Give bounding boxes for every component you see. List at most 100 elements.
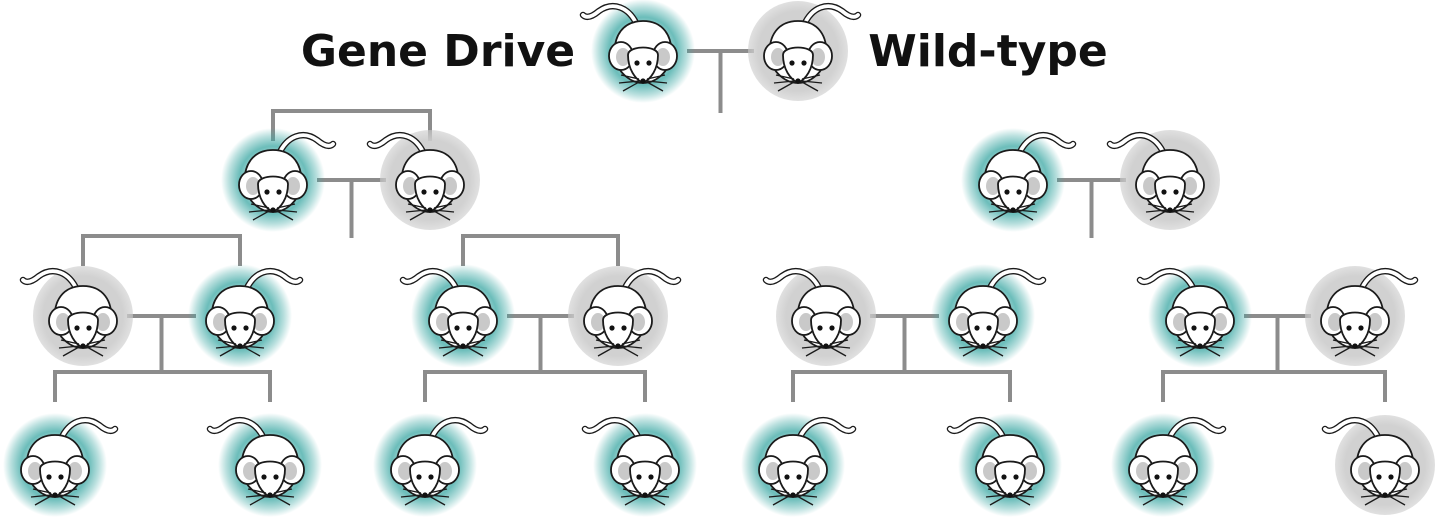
whisker [30, 494, 52, 498]
mouse-head [414, 175, 446, 214]
whisker [276, 209, 298, 213]
left-eye [231, 325, 237, 331]
left-ear-inner [956, 313, 970, 331]
whisker [248, 209, 270, 213]
whisker [646, 80, 668, 84]
whisker [1179, 346, 1197, 357]
tail-fill [429, 418, 487, 441]
whisker [768, 494, 790, 498]
right-ear-inner [1368, 313, 1382, 331]
mouse-head [447, 311, 479, 350]
left-ear-inner [1358, 462, 1372, 480]
whisker [990, 203, 1010, 209]
whisker [250, 203, 270, 209]
left-eye [46, 474, 52, 480]
mouse-head [1147, 460, 1179, 499]
whisker [648, 494, 670, 498]
whisker [1166, 495, 1184, 506]
mouse-head [409, 460, 441, 499]
gene-drive-mouse [188, 264, 304, 368]
right-ear-inner [1176, 462, 1190, 480]
whisker [1166, 488, 1186, 494]
mouse-icon [758, 417, 857, 506]
whiskers [1175, 339, 1225, 357]
right-eye [1166, 474, 1172, 480]
tail-fill [1323, 418, 1381, 441]
right-eye [433, 189, 439, 195]
mouse-icon [20, 417, 119, 506]
left-ear-inner [591, 313, 605, 331]
wild-type-mouse [568, 266, 682, 366]
tail-fill [368, 133, 426, 156]
whisker [86, 339, 106, 345]
tail-fill [583, 418, 641, 441]
whisker [243, 346, 261, 357]
whisker [249, 495, 267, 506]
whisker [1016, 210, 1034, 221]
whisker [796, 494, 818, 498]
whisker [1388, 495, 1406, 506]
whisker [1173, 203, 1193, 209]
whisker [770, 488, 790, 494]
left-ear-inner [1143, 177, 1157, 195]
whisker [1203, 345, 1225, 349]
gene-drive-mouse [3, 413, 119, 517]
tail-fill [797, 418, 855, 441]
right-ear-inner [631, 313, 645, 331]
left-ear-inner [56, 313, 70, 331]
offspring-bar [53, 370, 272, 402]
mouse-icon [579, 3, 678, 92]
left-eye [784, 474, 790, 480]
whisker [1358, 345, 1380, 349]
nose [1167, 207, 1173, 213]
nose [427, 207, 433, 213]
wild-type-label: Wild-type [868, 26, 1108, 77]
whiskers [58, 339, 108, 357]
right-eye [58, 474, 64, 480]
whisker [1360, 494, 1382, 498]
mouse-icon [948, 268, 1047, 357]
whisker [1203, 346, 1221, 357]
mouse-icon [946, 417, 1045, 506]
right-eye [621, 325, 627, 331]
mouse-icon [19, 268, 118, 357]
right-ear-inner [656, 48, 670, 66]
whisker [405, 209, 427, 213]
whisker [428, 494, 450, 498]
left-eye [609, 325, 615, 331]
right-ear-inner [253, 313, 267, 331]
whisker [245, 494, 267, 498]
left-ear-inner [213, 313, 227, 331]
nose [237, 343, 243, 349]
mouse-icon [1321, 417, 1420, 506]
whisker [1175, 345, 1197, 349]
left-eye [1376, 474, 1382, 480]
whisker [60, 339, 80, 345]
whisker [433, 209, 455, 213]
gene-drive-mouse [961, 128, 1077, 232]
mouse-head [1369, 460, 1401, 499]
offspring-bar [461, 234, 620, 266]
mouse-head [967, 311, 999, 350]
whisker [1166, 494, 1188, 498]
lineage-connectors [53, 49, 1387, 402]
whisker [219, 346, 237, 357]
nose [1010, 207, 1016, 213]
whisker [620, 74, 640, 80]
left-eye [416, 474, 422, 480]
whiskers [773, 74, 823, 92]
nose [790, 492, 796, 498]
whisker [1334, 346, 1352, 357]
whisker [273, 488, 293, 494]
right-ear-inner [68, 462, 82, 480]
whiskers [215, 339, 265, 357]
whisker [1145, 209, 1167, 213]
mouse-head [782, 46, 814, 85]
whiskers [958, 339, 1008, 357]
whisker [1388, 488, 1408, 494]
tail-fill [401, 269, 459, 292]
right-eye [986, 325, 992, 331]
left-ear-inner [618, 462, 632, 480]
whisker [466, 345, 488, 349]
nose [980, 343, 986, 349]
